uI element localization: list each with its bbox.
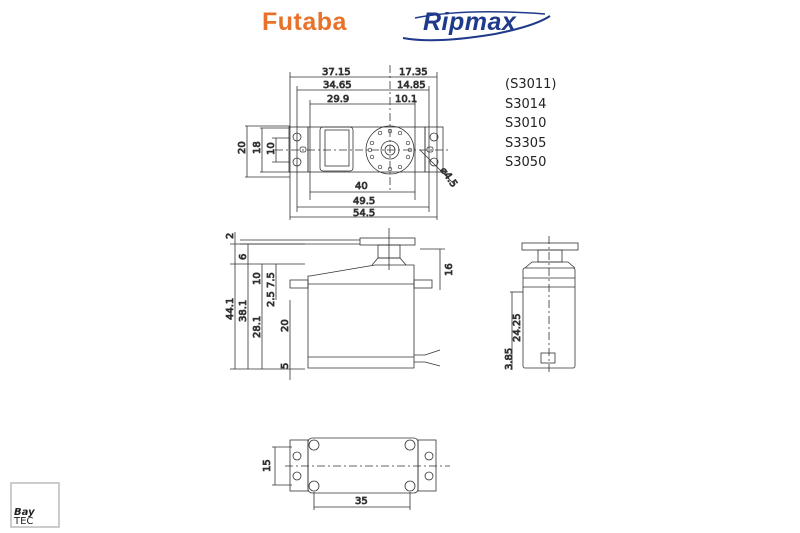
end-view: 24.25 3.85 — [504, 236, 579, 372]
dim-16: 16 — [444, 263, 455, 276]
dim-18: 18 — [252, 141, 263, 154]
dim-28-1: 28.1 — [252, 316, 263, 338]
model-item: (S3011) — [505, 77, 557, 92]
ripmax-swoosh-icon — [402, 11, 551, 42]
dim-40: 40 — [355, 181, 368, 192]
model-item: S3014 — [505, 96, 547, 112]
dim-6: 6 — [238, 254, 249, 260]
dim-5: 5 — [280, 363, 291, 369]
model-item: S3050 — [505, 155, 547, 170]
ripmax-logo: Ripmax — [395, 4, 555, 44]
dim-7-5: 7.5 — [266, 272, 277, 288]
dim-20: 20 — [237, 141, 248, 154]
dim-3-85: 3.85 — [504, 348, 515, 370]
ripmax-text: Ripmax — [423, 8, 517, 36]
dim-49-5: 49.5 — [353, 196, 375, 207]
dim-34-65: 34.65 — [323, 80, 352, 91]
dim-10: 10 — [266, 142, 277, 155]
dim-35: 35 — [355, 496, 368, 507]
dim-10-side: 10 — [252, 272, 263, 285]
baytec-watermark: Bay TEC — [10, 482, 60, 528]
dim-10-1: 10.1 — [395, 94, 417, 105]
model-item: S3305 — [505, 135, 547, 151]
dim-37-15: 37.15 — [322, 67, 351, 78]
dim-hole-dia: ⌀4.5 — [438, 165, 460, 189]
side-view: 2 6 44.1 38.1 28.1 10 7.5 2.5 20 5 16 — [225, 228, 455, 380]
dim-44-1: 44.1 — [225, 298, 236, 320]
baytec-subtext: TEC — [13, 516, 33, 527]
dim-38-1: 38.1 — [238, 300, 249, 322]
dim-15: 15 — [262, 459, 273, 472]
top-view: 37.15 17.35 34.65 14.85 29.9 10.1 20 18 … — [237, 65, 460, 220]
baytec-text: Bay — [14, 507, 35, 518]
model-item: S3010 — [505, 116, 547, 131]
bottom-view: 15 35 — [262, 437, 450, 510]
dim-54-5: 54.5 — [353, 208, 375, 219]
model-list: (S3011) S3014 S3010 S3305 S3050 — [505, 75, 556, 173]
dim-20-side: 20 — [280, 319, 291, 332]
dim-17-35: 17.35 — [399, 67, 428, 78]
futaba-logo: Futaba — [262, 8, 347, 36]
dim-2: 2 — [225, 233, 236, 239]
dim-29-9: 29.9 — [327, 94, 349, 105]
dim-2-5: 2.5 — [266, 291, 277, 307]
dim-24-25: 24.25 — [512, 313, 523, 342]
dim-14-85: 14.85 — [397, 80, 426, 91]
